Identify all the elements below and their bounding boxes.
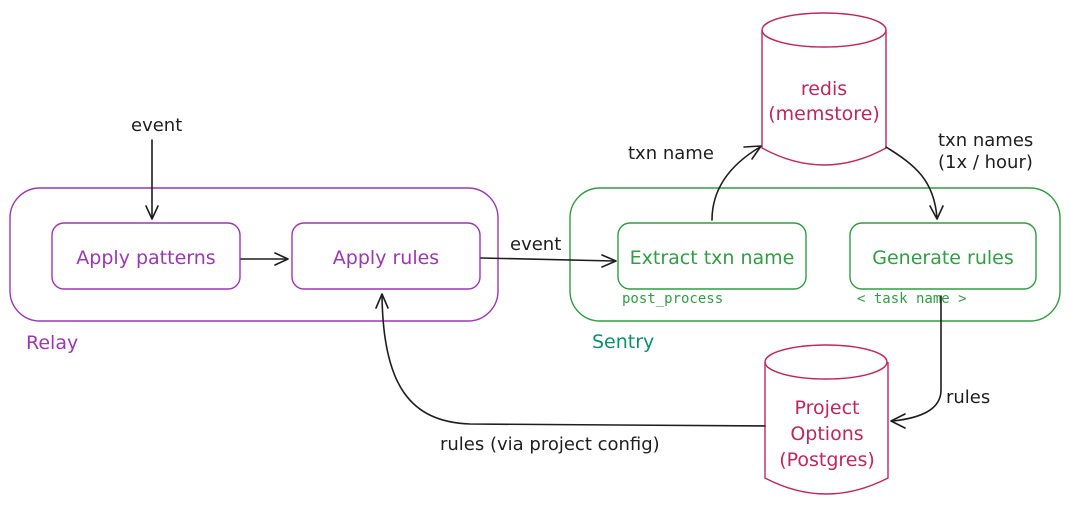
sentry-group [569, 187, 1061, 322]
apply-rules-label: Apply rules [333, 247, 439, 269]
apply-patterns-box [51, 222, 241, 290]
arrow-patterns-to-rules-head [274, 252, 289, 266]
extract-txn-box [617, 222, 807, 290]
arrow-generate-to-options-head [890, 413, 906, 429]
relay-group [9, 187, 499, 322]
arrow-generate-to-options [892, 295, 942, 422]
relay-group-label: Relay [26, 332, 78, 354]
arrow-redis-to-generate-head [929, 205, 944, 220]
edge-label-rules: rules [946, 387, 990, 408]
arrow-options-to-rules [381, 294, 766, 427]
project-options-cylinder [764, 344, 889, 495]
apply-patterns-label: Apply patterns [76, 247, 215, 269]
arrow-relay-to-sentry [480, 257, 615, 262]
arrow-extract-to-redis [711, 146, 761, 221]
edge-label-event-in: event [131, 115, 182, 136]
arrow-options-to-rules-head [375, 293, 389, 309]
extract-txn-label: Extract txn name [630, 247, 795, 269]
apply-rules-box [291, 222, 481, 290]
generate-rules-sublabel: < task name > [857, 291, 967, 307]
project-options-line3: (Postgres) [779, 449, 875, 471]
project-options-line1: Project [794, 397, 859, 419]
generate-rules-label: Generate rules [872, 247, 1014, 269]
arrow-extract-to-redis-head [743, 145, 762, 160]
edge-label-event-to-sentry: event [510, 234, 561, 255]
extract-txn-sublabel: post_process [622, 291, 723, 307]
redis-cylinder [761, 12, 887, 166]
project-options-line2: Options [790, 423, 863, 445]
arrow-redis-to-generate [885, 146, 938, 219]
edge-label-txn-names-line1: txn names [938, 130, 1033, 151]
arrow-relay-to-sentry-head [601, 254, 617, 268]
sentry-group-label: Sentry [592, 331, 654, 353]
arrow-event-in-head [145, 205, 159, 220]
redis-label-line2: (memstore) [768, 103, 880, 125]
edge-label-txn-names-line2: (1x / hour) [938, 152, 1033, 173]
edge-label-rules-via-config: rules (via project config) [440, 434, 660, 455]
edge-label-txn-name: txn name [628, 143, 714, 164]
generate-rules-box [849, 222, 1037, 290]
redis-label-line1: redis [801, 78, 847, 100]
